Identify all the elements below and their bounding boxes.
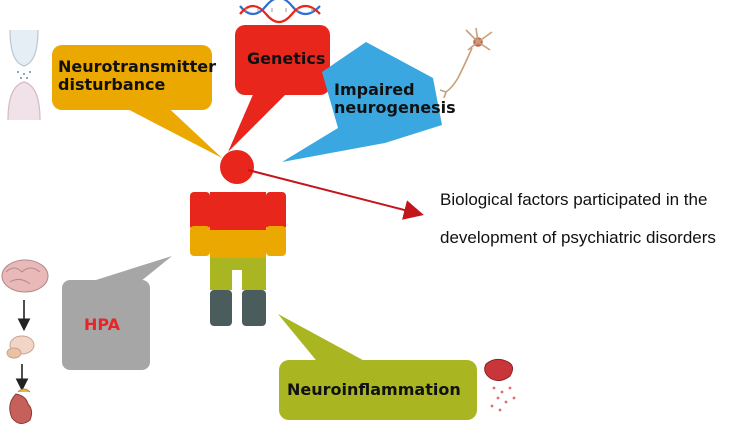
dna-icon xyxy=(239,0,321,24)
caption-line-1: Biological factors participated in the xyxy=(440,190,708,209)
human-figure xyxy=(190,150,286,326)
genetics-label: Genetics xyxy=(247,49,326,68)
synapse-icon xyxy=(7,29,41,121)
neurotransmitter-label: Neurotransmitter disturbance xyxy=(58,57,218,95)
genetics-bubble xyxy=(228,25,330,152)
impaired-bubble xyxy=(282,42,442,162)
neurotransmitter-bubble xyxy=(52,45,222,158)
factor-arrow xyxy=(247,169,424,220)
kidney-icon xyxy=(9,388,33,424)
impaired-line-2: neurogenesis xyxy=(334,98,456,118)
impaired-label: Impaired neurogenesis xyxy=(334,80,474,118)
neuroinflammation-bubble xyxy=(278,314,477,420)
figure-head xyxy=(220,150,254,184)
impaired-line-1: Impaired xyxy=(334,80,415,99)
hpa-bubble xyxy=(62,256,172,370)
inflamed-cell-icon xyxy=(484,358,516,412)
brain-icon xyxy=(1,259,49,293)
neuron-icon xyxy=(439,27,493,99)
hpa-label: HPA xyxy=(84,315,121,334)
caption-line-2: development of psychiatric disorders xyxy=(440,228,716,247)
neurotransmitter-line-2: disturbance xyxy=(58,75,166,95)
neurotransmitter-line-1: Neurotransmitter xyxy=(58,57,216,76)
pituitary-icon xyxy=(6,335,35,359)
neuroinflammation-label: Neuroinflammation xyxy=(287,380,461,399)
